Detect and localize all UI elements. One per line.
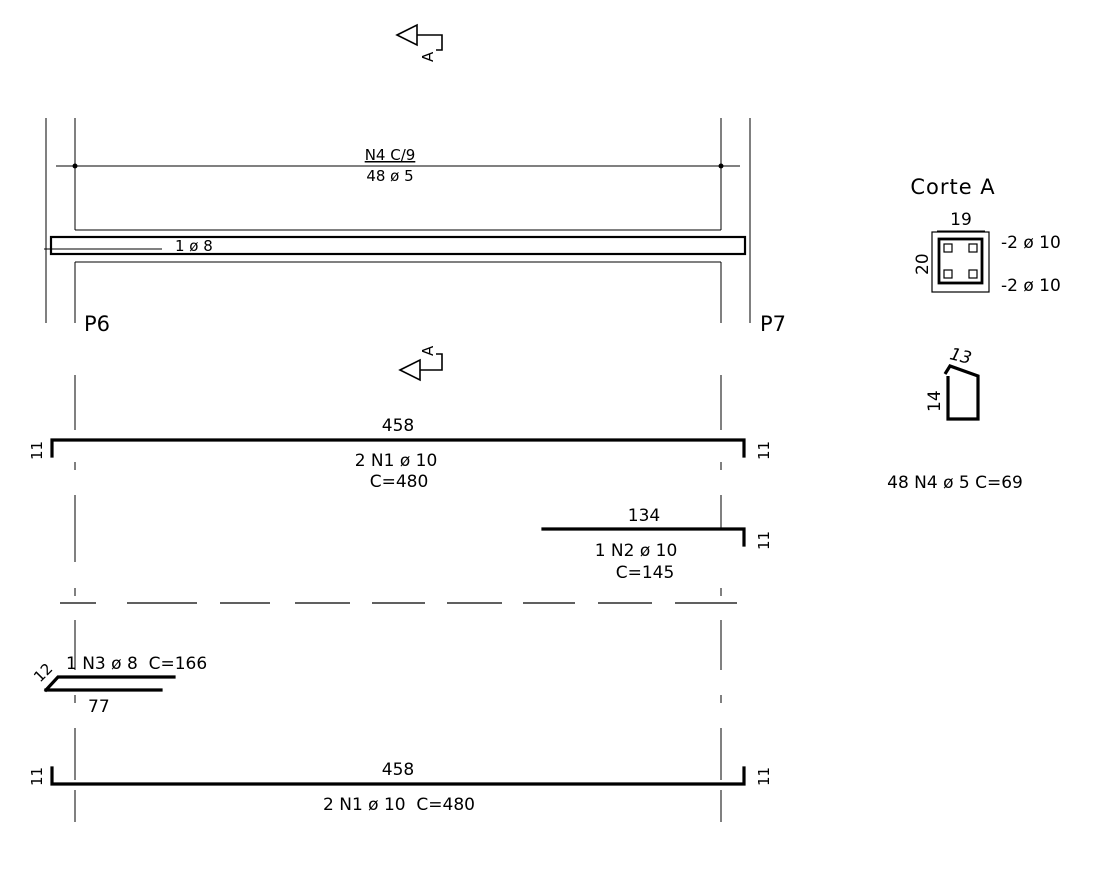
section-bar-br (968, 269, 978, 279)
bar-n1-top-total: C=480 (370, 472, 429, 492)
bar-n2-hook-right: 11 (755, 531, 773, 550)
section-title: Corte A (910, 175, 995, 199)
section-bar-tr (968, 243, 978, 253)
bar-n3-upper (43, 675, 176, 693)
section-bottom-bars: -2 ø 10 (1001, 276, 1061, 296)
bar-n1-top-shape (50, 438, 746, 458)
bar-n3-length: 77 (88, 697, 110, 717)
bar-n1-bottom-shape (50, 766, 746, 786)
stirrup-callout-line2: 48 ø 5 (366, 167, 413, 185)
distribution-end-dot (718, 163, 724, 169)
stirrup-outline (943, 364, 980, 421)
stirrup-shape: 13 14 (925, 344, 980, 421)
pillar-label-p6: P6 (84, 312, 110, 336)
cross-section: Corte A 19 20 -2 ø 10 -2 ø 10 (910, 175, 1060, 296)
stirrup-side-dim: 14 (925, 390, 945, 412)
bar-n1-top-spec: 2 N1 ø 10 (355, 451, 438, 471)
bar-n1-bottom-spec: 2 N1 ø 10 C=480 (323, 795, 475, 815)
bar-n2: 134 11 1 N2 ø 10 C=145 (541, 506, 773, 583)
bar-n1-bottom-hook-left: 11 (28, 767, 46, 786)
section-top-bars: -2 ø 10 (1001, 233, 1061, 253)
section-stirrup (937, 237, 984, 285)
stirrup-spec: 48 N4 ø 5 C=69 (887, 473, 1023, 493)
beam-bar-band (49, 235, 747, 256)
section-bar-tl (943, 243, 953, 253)
section-outer (931, 231, 990, 293)
section-cut-marker-top: A (395, 23, 443, 62)
bar-n2-spec: 1 N2 ø 10 (595, 541, 678, 561)
section-marker-letter-bottom: A (419, 345, 437, 356)
bar-n2-total: C=145 (616, 563, 675, 583)
bar-n1-top-hook-left: 11 (28, 441, 46, 460)
reference-lines (74, 375, 722, 822)
stirrup-callout-line1: N4 C/9 (365, 146, 416, 164)
bar-n1-bottom: 458 11 11 2 N1 ø 10 C=480 (28, 760, 773, 815)
bar-n1-top-hook-right: 11 (755, 441, 773, 460)
beam-bar-label: 1 ø 8 (175, 237, 213, 255)
section-marker-letter: A (419, 51, 437, 62)
bar-n1-bottom-hook-right: 11 (755, 767, 773, 786)
section-height: 20 (913, 253, 933, 275)
bar-n1-top-length: 458 (382, 416, 414, 436)
bar-n2-length: 134 (628, 506, 660, 526)
section-bar-bl (943, 269, 953, 279)
bar-n1-top: 458 11 11 2 N1 ø 10 C=480 (28, 416, 773, 492)
section-cut-marker-bottom: A (398, 345, 443, 382)
pillar-label-p7: P7 (760, 312, 786, 336)
distribution-start-dot (72, 163, 78, 169)
bar-n2-shape (541, 527, 746, 547)
bar-n3-spec: 1 N3 ø 8 C=166 (66, 654, 207, 674)
section-width: 19 (950, 210, 972, 230)
bar-n1-bottom-length: 458 (382, 760, 414, 780)
bar-n3: 1 N3 ø 8 C=166 12 77 (30, 654, 207, 717)
beam-elevation: N4 C/9 48 ø 5 1 ø 8 P6 P7 (44, 118, 786, 336)
